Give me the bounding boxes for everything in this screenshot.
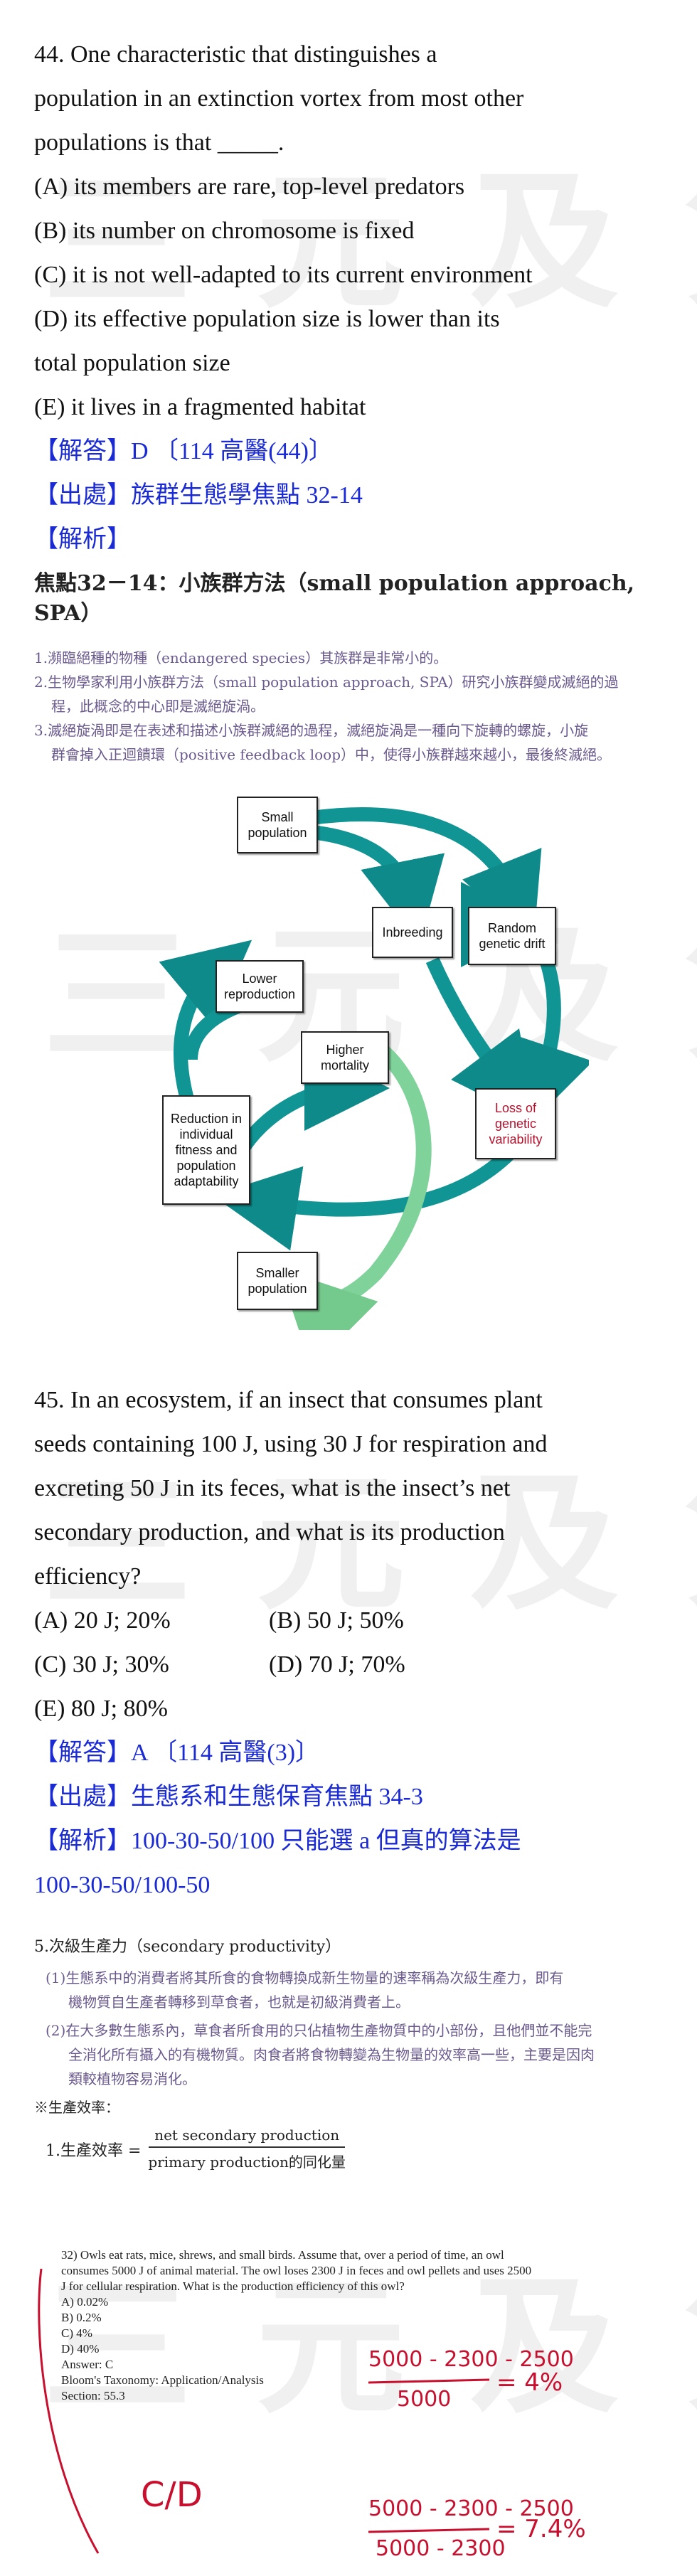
- efficiency-label: ※生產效率：: [34, 2099, 119, 2116]
- option-a: (A) its members are rare, top-level pred…: [34, 174, 465, 200]
- question-stem: efficiency?: [34, 1563, 142, 1590]
- vortex-diagram: Small population Inbreeding Random genet…: [134, 789, 589, 1330]
- question-stem: seeds containing 100 J, using 30 J for r…: [34, 1431, 548, 1457]
- analysis-line: 100-30-50/100-50: [34, 1872, 211, 1898]
- option-a: (A) 20 J; 20%: [34, 1607, 171, 1634]
- formula-numerator: net secondary production: [149, 2127, 346, 2148]
- question-stem: secondary production, and what is its pr…: [34, 1519, 505, 1545]
- problem-line: 32) Owls eat rats, mice, shrews, and sma…: [61, 2248, 504, 2262]
- options-row: (E) 80 J; 80%: [34, 1687, 660, 1731]
- question-stem: population in an extinction vortex from …: [34, 85, 524, 112]
- handwritten-calc-result: = 7.4%: [496, 2515, 586, 2543]
- source-line: 【出處】生態系和生態保育焦點 34-3: [34, 1784, 423, 1810]
- choice: A) 0.02%: [61, 2295, 109, 2309]
- option-b: (B) 50 J; 50%: [269, 1607, 404, 1634]
- formula-denominator: primary production的同化量: [148, 2154, 346, 2171]
- node-smaller-population: Smaller population: [237, 1252, 318, 1310]
- options-row: (C) 30 J; 30% (D) 70 J; 70%: [34, 1643, 660, 1687]
- question-stem: excreting 50 J in its feces, what is the…: [34, 1475, 511, 1501]
- formula-fraction: net secondary production primary product…: [148, 2127, 346, 2171]
- answer-line: 【解答】D 〔114 高醫(44)〕: [34, 438, 333, 464]
- figure-note: 程，此概念的中心即是滅絕旋渦。: [51, 698, 265, 715]
- section-item: (1)生態系中的消費者將其所食的食物轉換成新生物量的速率稱為次級生產力，即有: [46, 1969, 564, 1986]
- option-d: (D) its effective population size is low…: [34, 306, 500, 332]
- option-e: (E) it lives in a fragmented habitat: [34, 394, 366, 420]
- question-stem: 44. One characteristic that distinguishe…: [34, 41, 437, 68]
- efficiency-formula: 1.生產效率 = net secondary production primar…: [34, 2127, 663, 2171]
- extinction-vortex-figure: 焦點32－14：小族群方法（small population approach,…: [34, 569, 663, 1337]
- node-small-population: Small population: [237, 797, 318, 853]
- formula-prefix: 1.生產效率 =: [46, 2141, 142, 2160]
- question-stem: 45. In an ecosystem, if an insect that c…: [34, 1387, 543, 1413]
- question-stem: populations is that _____.: [34, 129, 284, 156]
- option-c: (C) it is not well-adapted to its curren…: [34, 262, 533, 288]
- section-item: 類較植物容易消化。: [68, 2070, 196, 2087]
- section-heading: 5.次級生產力（secondary productivity）: [34, 1938, 341, 1956]
- owl-problem-figure: 32) Owls eat rats, mice, shrews, and sma…: [34, 2240, 663, 2567]
- option-c: (C) 30 J; 30%: [34, 1651, 169, 1678]
- option-d-cont: total population size: [34, 350, 230, 376]
- handwritten-calc-numerator: 5000 - 2300 - 2500: [368, 2347, 574, 2372]
- handwritten-choice: C/D: [141, 2475, 203, 2515]
- figure-note: 群會掉入正迴饋環（positive feedback loop）中，使得小族群越…: [51, 746, 611, 763]
- source-line: 【出處】族群生態學焦點 32-14: [34, 482, 363, 509]
- node-inbreeding: Inbreeding: [372, 907, 453, 958]
- problem-answer: Answer: C: [61, 2358, 114, 2371]
- node-loss-of-genetic-variability: Loss of genetic variability: [475, 1088, 556, 1159]
- choice: C) 4%: [61, 2326, 92, 2340]
- options-row: (A) 20 J; 20% (B) 50 J; 50%: [34, 1599, 660, 1643]
- option-b: (B) its number on chromosome is fixed: [34, 218, 415, 244]
- option-e: (E) 80 J; 80%: [34, 1696, 168, 1722]
- figure-title: 焦點32－14：小族群方法（small population approach,…: [34, 571, 635, 626]
- figure-note: 1.瀕臨絕種的物種（endangered species）其族群是非常小的。: [34, 649, 448, 666]
- choice: D) 40%: [61, 2342, 100, 2356]
- secondary-productivity-figure: 5.次級生產力（secondary productivity） (1)生態系中的…: [34, 1934, 663, 2212]
- node-random-genetic-drift: Random genetic drift: [468, 907, 556, 965]
- section-item: 機物質自生產者轉移到草食者，也就是初級消費者上。: [68, 1994, 410, 2011]
- node-higher-mortality: Higher mortality: [301, 1031, 389, 1084]
- handwritten-calc-denominator: 5000: [397, 2387, 452, 2412]
- option-d: (D) 70 J; 70%: [269, 1651, 405, 1678]
- handwritten-calc-numerator: 5000 - 2300 - 2500: [368, 2496, 574, 2521]
- answer-line: 【解答】A 〔114 高醫(3)〕: [34, 1740, 320, 1766]
- problem-section: Section: 55.3: [61, 2389, 125, 2402]
- node-reduction-in-fitness: Reduction in individual fitness and popu…: [162, 1095, 250, 1205]
- handwritten-calc-denominator: 5000 - 2300: [376, 2536, 506, 2561]
- section-item: (2)在大多數生態系內，草食者所食用的只佔植物生產物質中的小部份，且他們並不能完: [46, 2022, 592, 2039]
- figure-note: 3.滅絕旋渦即是在表述和描述小族群滅絕的過程，滅絕旋渦是一種向下旋轉的螺旋，小旋: [34, 722, 589, 739]
- problem-taxonomy: Bloom's Taxonomy: Application/Analysis: [61, 2373, 264, 2387]
- owl-problem-text: 32) Owls eat rats, mice, shrews, and sma…: [61, 2247, 602, 2404]
- node-lower-reproduction: Lower reproduction: [216, 960, 304, 1013]
- problem-line: consumes 5000 J of animal material. The …: [61, 2264, 532, 2277]
- analysis-label: 【解析】: [34, 526, 131, 553]
- problem-line: J for cellular respiration. What is the …: [61, 2279, 405, 2293]
- analysis-line: 【解析】100-30-50/100 只能選 a 但真的算法是: [34, 1828, 521, 1854]
- handwriting-strokes: [38, 2268, 490, 2554]
- handwritten-calc-result: = 4%: [496, 2368, 563, 2397]
- choice: B) 0.2%: [61, 2311, 102, 2324]
- question-44: 44. One characteristic that distinguishe…: [34, 33, 660, 562]
- section-item: 全消化所有攝入的有機物質。肉食者將食物轉變為生物量的效率高一些，主要是因肉: [68, 2046, 595, 2063]
- figure-note: 2.生物學家利用小族群方法（small population approach,…: [34, 674, 619, 691]
- question-45: 45. In an ecosystem, if an insect that c…: [34, 1378, 660, 1907]
